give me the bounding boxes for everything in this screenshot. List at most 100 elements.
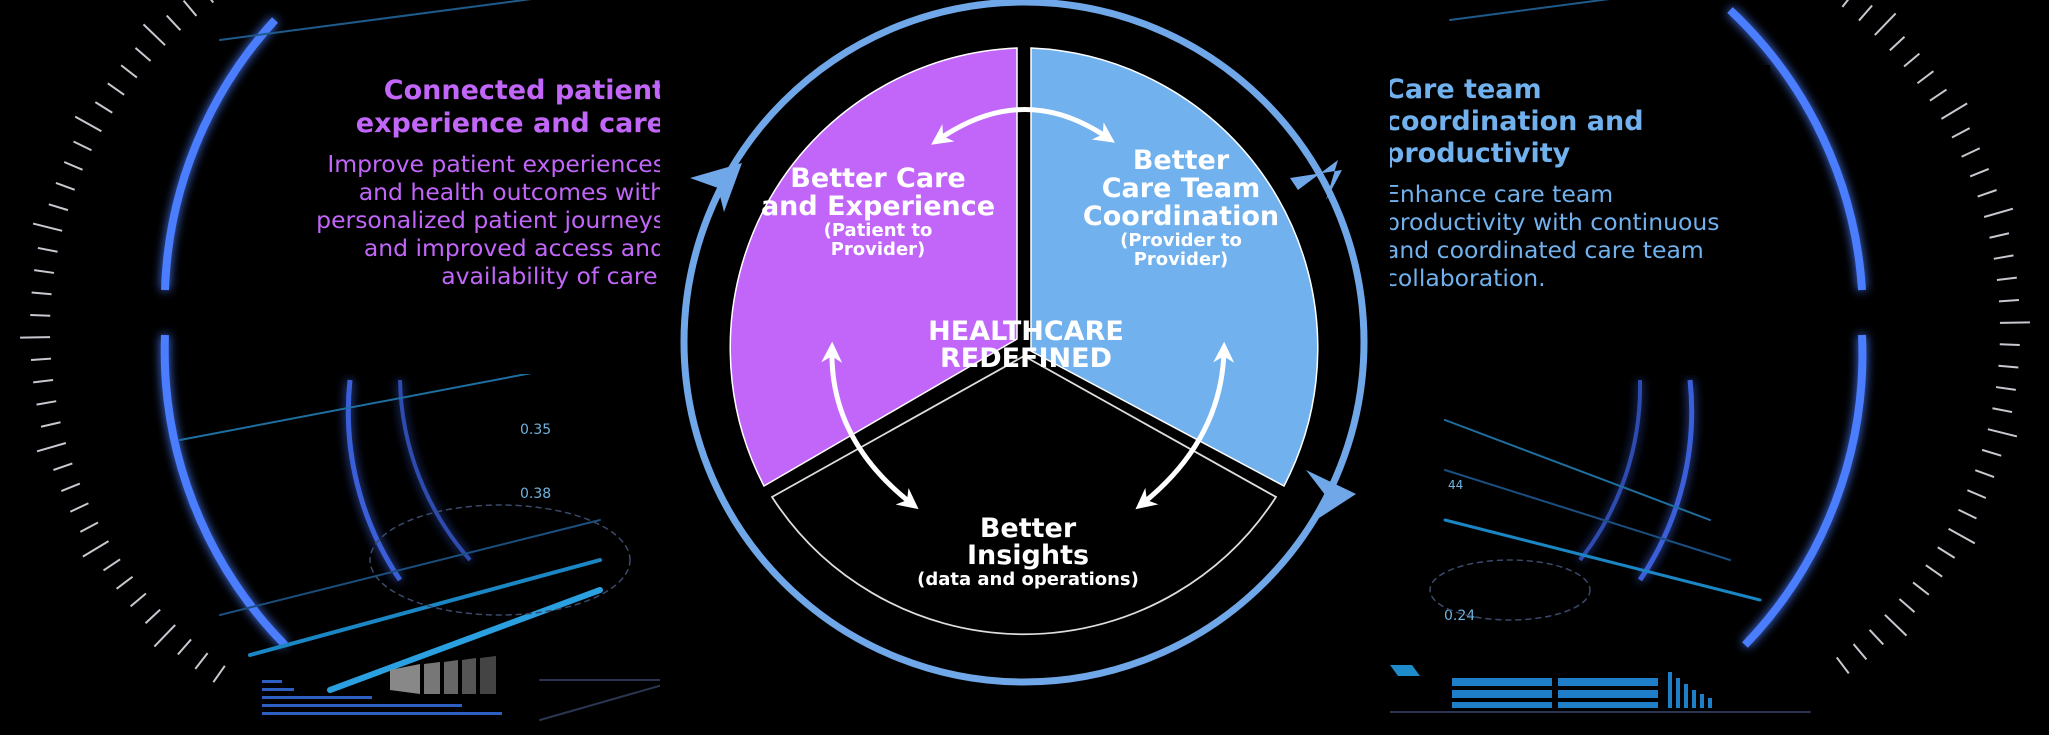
- tick-mark: [1999, 343, 2020, 347]
- right-bar-chart: [1452, 672, 1712, 708]
- bottom-segment-title-1: Better: [980, 513, 1077, 544]
- tick-mark: [94, 101, 113, 114]
- right-segment-subtitle-2: Provider): [1134, 249, 1229, 270]
- right-body-line-4: collaboration.: [1385, 264, 1546, 292]
- tick-mark: [53, 462, 73, 471]
- tick-mark: [1993, 254, 2014, 260]
- tick-mark: [115, 575, 134, 590]
- tick-mark: [1916, 70, 1935, 85]
- tick-mark: [107, 82, 125, 96]
- tick-mark: [20, 336, 51, 339]
- right-light-streaks: [1379, 0, 1811, 713]
- right-body-line-3: and coordinated care team: [1385, 236, 1704, 264]
- tick-mark: [1989, 232, 2010, 239]
- left-light-streaks: [179, 0, 681, 721]
- tick-mark: [1841, 0, 1850, 8]
- left-body-line-1: Improve patient experiences: [327, 150, 665, 178]
- tick-mark: [1929, 88, 1948, 102]
- tick-mark: [1999, 321, 2030, 324]
- left-segment-subtitle-1: (Patient to: [824, 220, 933, 241]
- tick-mark: [1998, 364, 2019, 369]
- tick-mark: [30, 313, 51, 317]
- tick-mark: [36, 400, 57, 406]
- tick-mark: [1961, 147, 1981, 158]
- tick-mark: [33, 378, 54, 384]
- left-tick-ring: [20, 0, 226, 683]
- tick-mark: [1940, 102, 1968, 120]
- tick-mark: [120, 64, 138, 79]
- ring-arrowhead-upper-right: [1290, 160, 1342, 200]
- tick-mark: [1977, 189, 1997, 198]
- right-segment-subtitle-1: (Provider to: [1120, 230, 1242, 251]
- tick-mark: [1912, 581, 1930, 596]
- tick-mark: [102, 558, 121, 572]
- left-panel-heading: Connected patient experience and care: [245, 74, 665, 140]
- right-segment-title-2: Care Team: [1102, 173, 1261, 204]
- tick-mark: [1889, 36, 1906, 52]
- tick-mark: [182, 0, 198, 17]
- tick-mark: [134, 47, 152, 62]
- tick-mark: [1925, 564, 1943, 578]
- tick-mark: [153, 624, 176, 648]
- tick-mark: [1958, 508, 1977, 520]
- left-glow-arcs: [160, 17, 472, 648]
- tick-mark: [1987, 428, 2018, 438]
- tick-mark: [1858, 4, 1873, 22]
- tick-mark: [34, 269, 55, 274]
- right-panel-heading: Care team coordination and productivity: [1385, 74, 1785, 170]
- tick-mark: [177, 638, 192, 656]
- left-segment-subtitle-2: Provider): [831, 239, 926, 260]
- right-heading-line-2: coordination and: [1385, 106, 1644, 137]
- tick-mark: [73, 140, 92, 152]
- tick-mark: [48, 203, 69, 212]
- left-body-line-2: and health outcomes with: [358, 178, 665, 206]
- tick-mark: [69, 502, 89, 513]
- hud-readouts: 0.35 0.38 44 0.24: [520, 422, 1475, 624]
- tick-mark: [1874, 12, 1897, 36]
- tick-mark: [1835, 656, 1850, 675]
- tick-mark: [1852, 643, 1868, 661]
- left-panel: [265, 62, 665, 374]
- ring-arrowhead-lower-right: [1306, 470, 1356, 520]
- left-code-snippet: [262, 680, 502, 715]
- tick-mark: [1983, 207, 2014, 218]
- tick-mark: [212, 665, 226, 683]
- tick-mark: [79, 521, 99, 533]
- tick-mark: [1996, 276, 2017, 282]
- tick-mark: [1898, 598, 1916, 613]
- left-segment-title-2: and Experience: [761, 191, 995, 222]
- left-readout-2: 0.38: [520, 486, 551, 502]
- left-panel-body: Improve patient experiences and health o…: [225, 150, 665, 290]
- right-readout-1: 44: [1448, 478, 1463, 492]
- tick-mark: [1969, 167, 1990, 178]
- right-panel: [1380, 65, 1770, 375]
- right-segment-title-3: Coordination: [1083, 201, 1279, 232]
- arrow-care-to-coordination: [931, 107, 1115, 145]
- left-heading-line-2: experience and care: [355, 108, 665, 139]
- center-label-1: HEALTHCARE: [928, 316, 1124, 347]
- tick-mark: [1974, 469, 1995, 479]
- segment-care-team-coordination: [1030, 47, 1319, 488]
- outer-ring: [680, 0, 1368, 686]
- segment-insights: [770, 354, 1278, 636]
- left-bar-stack: [390, 656, 496, 694]
- tick-mark: [166, 14, 182, 31]
- tick-mark: [40, 421, 61, 428]
- tick-mark: [1992, 407, 2013, 414]
- tick-mark: [74, 115, 102, 133]
- bottom-segment-title-2: Insights: [967, 540, 1089, 571]
- tick-mark: [63, 161, 83, 171]
- center-label-2: REDEFINED: [940, 343, 1112, 374]
- segment-care-experience: [729, 47, 1018, 488]
- right-readout-2: 0.24: [1444, 608, 1475, 624]
- left-body-line-3: personalized patient journeys: [316, 206, 665, 234]
- left-body-line-5: availability of care.: [441, 262, 665, 290]
- right-body-line-1: Enhance care team: [1385, 180, 1614, 208]
- tick-mark: [129, 592, 147, 608]
- arrow-care-to-insights: [821, 341, 919, 510]
- tick-mark: [31, 291, 52, 296]
- right-segment-title-1: Better: [1133, 145, 1230, 176]
- right-heading-line-3: productivity: [1385, 138, 1571, 169]
- tick-mark: [1981, 448, 2002, 457]
- tick-mark: [37, 246, 58, 253]
